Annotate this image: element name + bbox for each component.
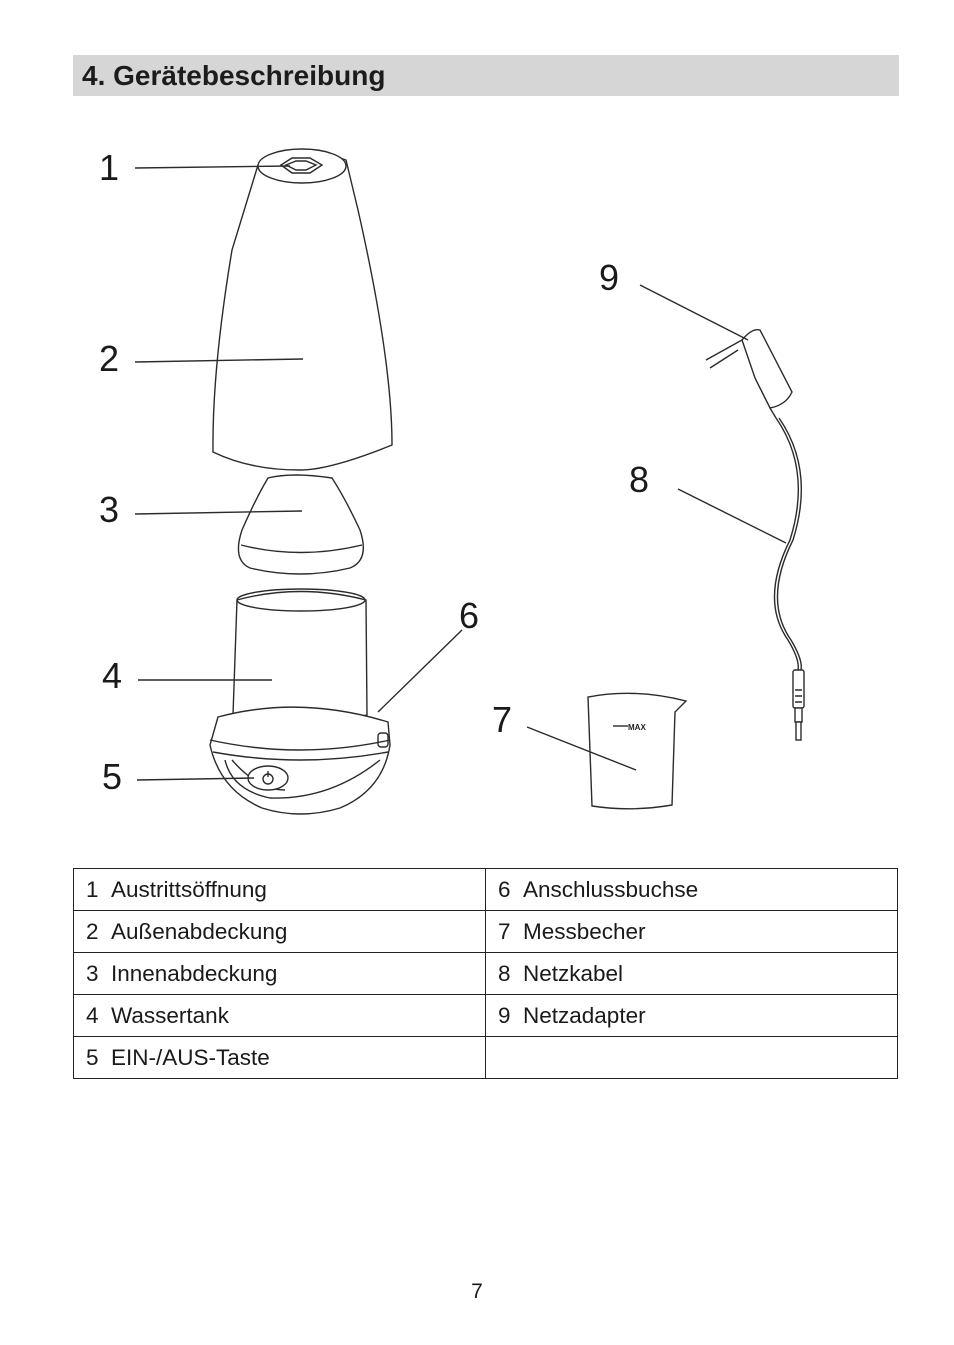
section-heading: 4. Gerätebeschreibung [73, 55, 899, 96]
callout-6: 6 [459, 595, 480, 636]
callout-4: 4 [102, 655, 123, 696]
power-adapter [741, 329, 793, 409]
callout-7: 7 [492, 699, 513, 740]
power-cable [773, 417, 799, 671]
outer-cover [212, 151, 393, 471]
callout-3: 3 [99, 489, 120, 530]
device-illustration: MAX 1 2 3 4 5 6 7 8 9 [0, 120, 954, 840]
table-cell [485, 1036, 898, 1079]
callout-8: 8 [629, 459, 650, 500]
device-drawing: MAX [134, 148, 805, 815]
inner-cover [237, 474, 364, 575]
callout-2: 2 [99, 338, 120, 379]
callout-5: 5 [102, 756, 123, 797]
cup-max-mark: MAX [628, 723, 646, 732]
page-number: 7 [471, 1280, 483, 1303]
callout-1: 1 [99, 147, 120, 188]
callout-9: 9 [599, 257, 620, 298]
measuring-cup [587, 692, 688, 810]
